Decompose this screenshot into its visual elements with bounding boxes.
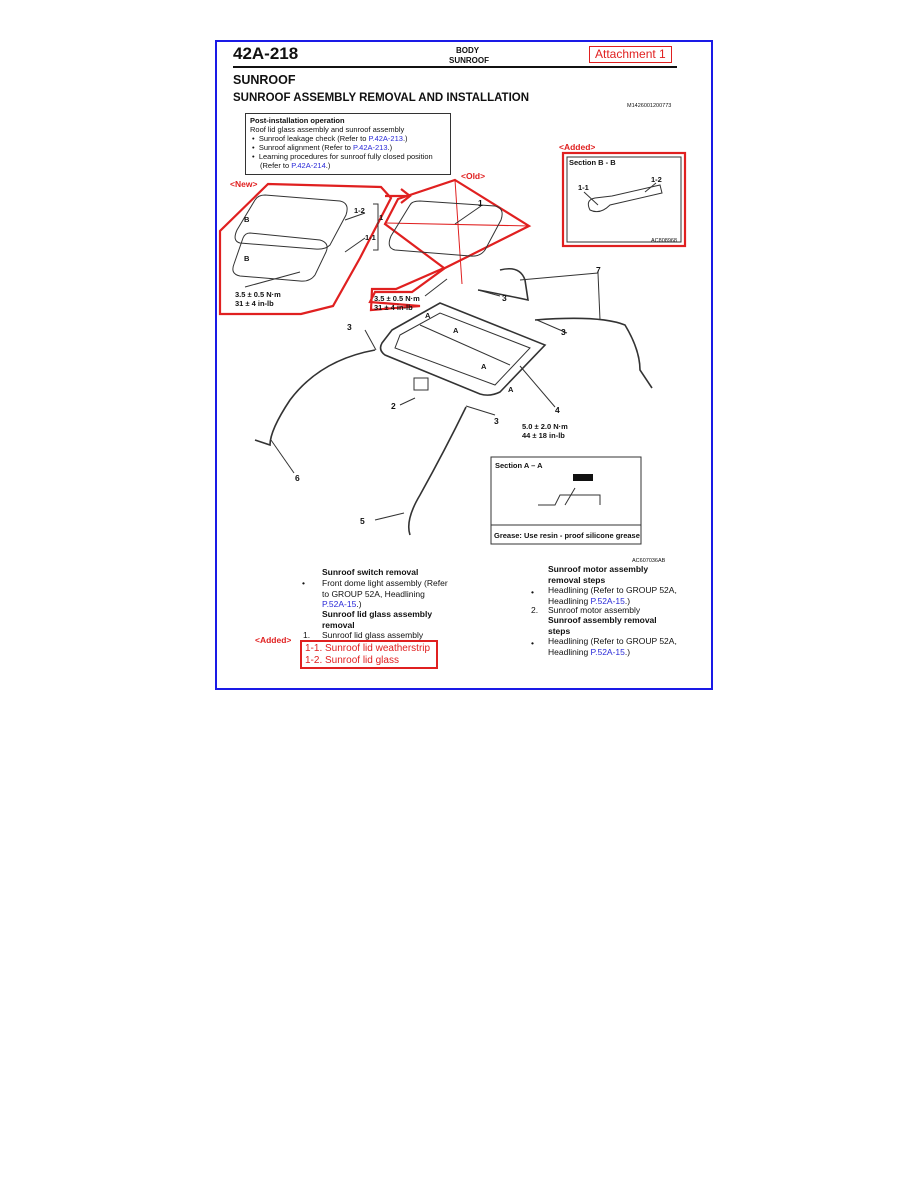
step-motor-assembly: Sunroof motor assembly [548,605,641,615]
bullet: • [531,638,534,648]
callout-3: 3 [347,322,352,332]
callout-4: 4 [555,405,560,415]
new-glass-panel [234,194,348,250]
section-bb-label: 1-1 [578,183,589,192]
drain-hose-6 [254,349,376,447]
old-label: <Old> [461,171,486,181]
link-p52a-15[interactable]: P.52A-15 [322,599,357,609]
step-weatherstrip: 1-1. Sunroof lid weatherstrip [305,643,431,654]
rail-section-glyph [538,494,601,506]
link-p42a-213[interactable]: P.42A-213 [368,134,403,143]
post-installation-box: Post-installation operation Roof lid gla… [245,113,451,175]
step-headlining: Headlining (Refer to GROUP 52A,Headlinin… [548,585,677,606]
callout-1: 1 [478,198,483,208]
page-number: 42A-218 [233,44,299,63]
link-p42a-214[interactable]: P.42A-214 [291,161,326,170]
doc-code: M1426001200773 [627,103,672,109]
sunroof-frame [379,302,547,396]
section-aa-box [490,456,642,545]
new-callout-outline [218,182,393,316]
link-p52a-15[interactable]: P.52A-15 [590,595,625,606]
callout-b: B [244,215,250,224]
callout-1: 1 [379,213,384,222]
grease-note: Grease: Use resin - proof silicone greas… [494,531,640,540]
section-bb-title: Section B - B [569,158,616,167]
switch-removal-heading: Sunroof switch removal [322,567,419,577]
callout-3: 3 [494,416,499,426]
diagram-code: AC607036AB [632,558,666,564]
callout-6: 6 [295,473,300,483]
callout-5: 5 [360,516,365,526]
old-glass-panel [388,200,503,257]
section-bb-label: 1-2 [651,175,662,184]
step-lid-glass-assembly: Sunroof lid glass assembly [322,630,424,640]
page-title: SUNROOF [233,73,296,87]
sunroof-motor [413,377,429,391]
subsection-label: SUNROOF [449,56,489,65]
callout-a: A [508,385,514,394]
weatherstrip-section-glyph [587,184,663,213]
callout-3: 3 [502,293,507,303]
page-frame [215,40,713,690]
step-lid-glass: 1-2. Sunroof lid glass [305,655,399,666]
grease-tube-icon [573,474,593,481]
callout-2: 2 [391,401,396,411]
callout-b: B [244,254,250,263]
callout-a: A [453,326,459,335]
added-label-steps: <Added> [255,635,292,645]
step-number: 2. [531,605,539,615]
section-bb-code: AC808968 [651,238,677,244]
post-install-item: • Sunroof leakage check (Refer to P.42A-… [252,134,408,143]
link-p52a-15[interactable]: P.52A-15 [590,646,625,657]
header-rule [233,66,677,68]
post-install-item-cont: (Refer to P.42A-214.) [260,161,331,170]
section-bb-box [561,151,687,248]
drain-hose-5 [407,406,467,536]
old-callout-outline [368,178,532,312]
callout-1-2: 1-2 [354,206,365,215]
section-aa-title: Section A – A [495,461,543,470]
attachment-badge: Attachment 1 [589,46,672,63]
step-number: 1. [303,630,311,640]
post-install-item: • Sunroof alignment (Refer to P.42A-213.… [252,143,393,152]
added-steps-box: 1-1. Sunroof lid weatherstrip 1-2. Sunro… [300,640,438,669]
bullet: • [531,587,534,597]
link-p42a-213[interactable]: P.42A-213 [353,143,388,152]
drain-hose-7b [534,317,653,389]
callout-3: 3 [561,327,566,337]
callout-7: 7 [596,265,601,275]
callout-a: A [481,362,487,371]
callout-1-1: 1-1 [365,233,376,242]
page-subtitle: SUNROOF ASSEMBLY REMOVAL AND INSTALLATIO… [233,92,530,104]
new-weatherstrip [232,232,328,282]
added-label-section: <Added> [559,142,596,152]
step-headlining: Headlining (Refer to GROUP 52A,Headlinin… [548,636,677,657]
post-install-intro: Roof lid glass assembly and sunroof asse… [250,125,405,134]
post-install-heading: Post-installation operation [250,116,345,125]
drain-hose-7a [477,267,529,302]
bullet: • [302,578,305,588]
section-label: BODY [456,46,480,55]
new-label: <New> [230,179,258,189]
post-install-item: • Learning procedures for sunroof fully … [252,152,433,161]
callout-a: A [425,311,431,320]
